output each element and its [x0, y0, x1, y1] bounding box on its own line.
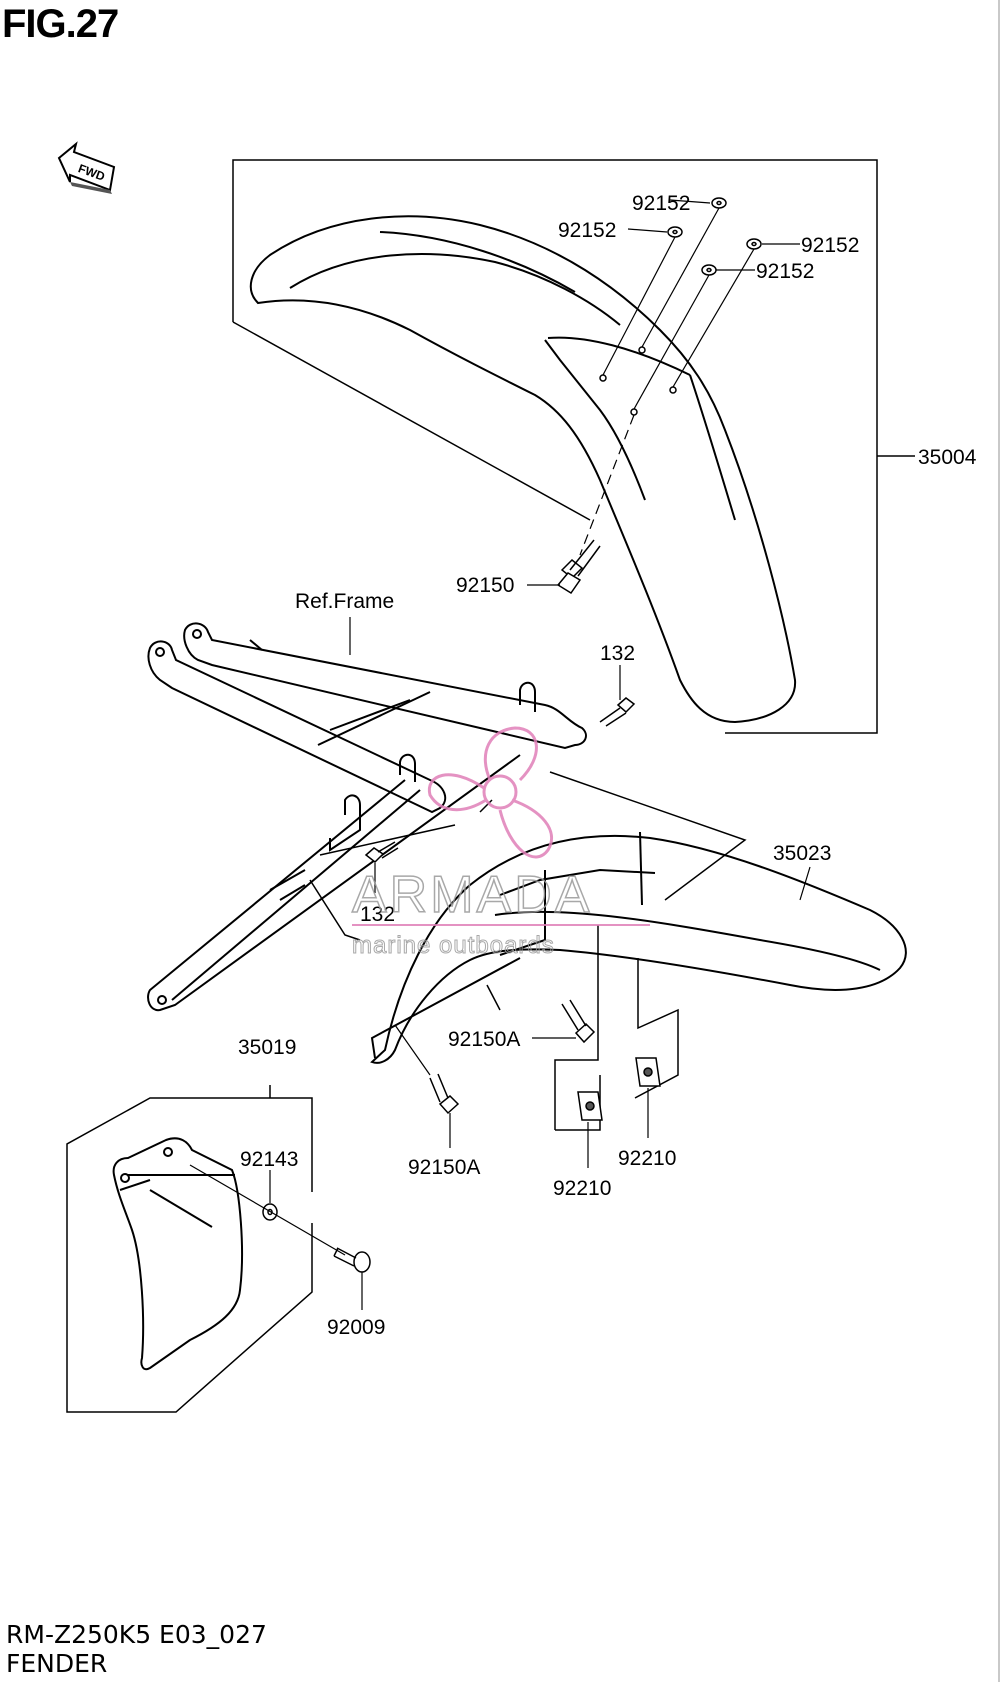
callout-92152-3: 92152	[801, 234, 859, 257]
fwd-arrow-icon: FWD	[57, 141, 116, 194]
washer-icon-group	[667, 197, 762, 276]
callout-35004: 35004	[918, 446, 977, 469]
nut-icon-left	[577, 1091, 603, 1121]
callout-leader-rear-fender	[799, 866, 811, 901]
front-fender-box-diag	[232, 321, 591, 521]
callout-92143: 92143	[240, 1148, 298, 1171]
mud-flap-box	[66, 1085, 313, 1413]
callout-92210-right: 92210	[618, 1147, 676, 1170]
bolt-icon-a-lower	[429, 1073, 460, 1115]
callout-92152-4: 92152	[756, 260, 814, 283]
watermark-tagline: marine outboards	[352, 932, 555, 959]
callout-92152-1: 92152	[632, 192, 690, 215]
front-fender-holes	[599, 346, 677, 416]
rear-subframe	[147, 622, 587, 1012]
bolt-icon-132-lower	[364, 841, 399, 863]
callout-35019: 35019	[238, 1036, 296, 1059]
watermark-brand: ARMADA	[352, 866, 592, 924]
figure-title: FIG.27	[2, 2, 119, 46]
callout-132-upper: 132	[600, 642, 635, 665]
bolt-a-lower-guide	[394, 1024, 431, 1076]
rear-fender-box	[309, 771, 747, 1011]
bolt-icon-front	[556, 539, 601, 595]
nut-box-left	[554, 925, 601, 1131]
callout-ref-frame: Ref.Frame	[295, 590, 394, 613]
page-border	[998, 0, 1000, 1682]
bolt-icon-132-upper	[599, 697, 636, 727]
callout-92152-2: 92152	[558, 219, 616, 242]
propeller-logo-icon	[427, 726, 554, 859]
diagram-name: FENDER	[6, 1649, 108, 1678]
callout-92210-left: 92210	[553, 1177, 611, 1200]
screw-icon	[333, 1247, 371, 1273]
front-fender-box	[232, 159, 878, 734]
callout-92009: 92009	[327, 1316, 385, 1339]
washer-leaders	[579, 199, 800, 556]
callout-92150a-lower: 92150A	[408, 1156, 480, 1179]
callout-92150: 92150	[456, 574, 514, 597]
watermark: ARMADA marine outboards	[351, 726, 650, 960]
front-fender	[249, 215, 797, 724]
bolt-icon-a-upper	[561, 999, 596, 1044]
callout-132-lower: 132	[360, 903, 395, 926]
callout-35023: 35023	[773, 842, 831, 865]
callout-92150a-upper: 92150A	[448, 1028, 520, 1051]
washer-guide	[189, 1164, 346, 1256]
nut-icon-right	[635, 1057, 661, 1087]
mud-flap	[112, 1137, 243, 1371]
diagram-code: RM-Z250K5 E03_027	[6, 1620, 267, 1649]
nut-box-right	[634, 958, 679, 1099]
